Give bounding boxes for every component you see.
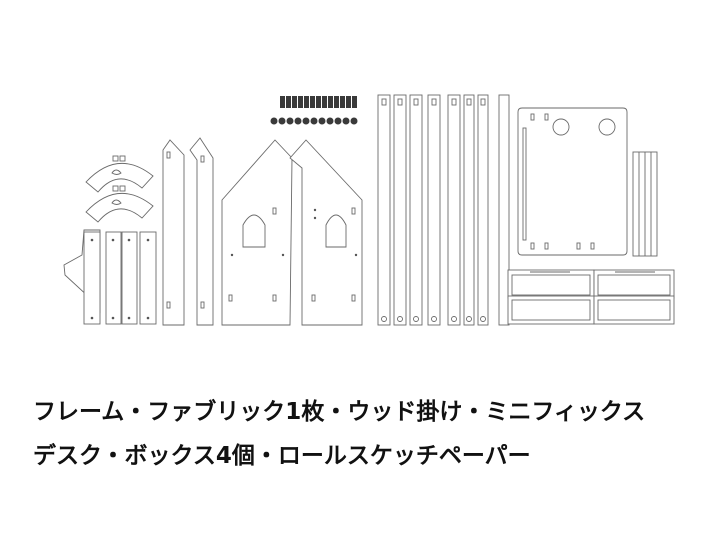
pointed-posts bbox=[162, 137, 214, 326]
arc-shelf-parts bbox=[85, 155, 154, 223]
long-slats bbox=[377, 94, 510, 326]
storage-boxes bbox=[507, 269, 675, 325]
house-frame-panels bbox=[221, 139, 363, 326]
caption-line-2: デスク・ボックス4個・ロールスケッチペーパー bbox=[33, 443, 531, 469]
fittings bbox=[270, 96, 358, 125]
short-side-panels bbox=[83, 231, 157, 325]
kit-parts-illustration bbox=[63, 94, 675, 326]
caption-line-1: フレーム・ファブリック1枚・ウッド掛け・ミニフィックス bbox=[33, 399, 646, 425]
desk-top bbox=[517, 107, 628, 256]
paper-roll bbox=[632, 151, 658, 257]
